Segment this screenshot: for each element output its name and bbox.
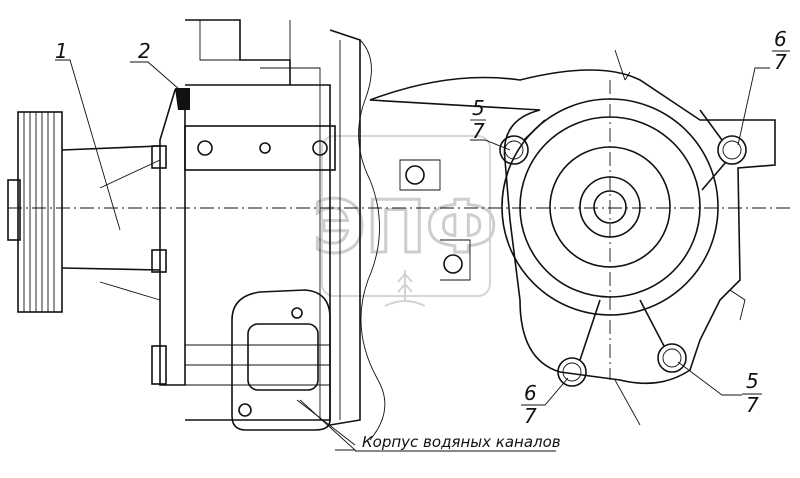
leader-caption	[299, 399, 357, 451]
callout-6-top-denominator: 7	[774, 50, 787, 74]
water-channel-housing	[231, 289, 356, 446]
flange-bracket	[151, 88, 336, 386]
leader-5-top	[470, 139, 511, 151]
leader-1	[55, 59, 121, 231]
leader-6-top	[737, 67, 770, 146]
leader-lines	[55, 59, 770, 451]
watermark: ЭПФ	[311, 135, 499, 307]
callout-6-bottom-numerator: 6	[524, 381, 537, 405]
leader-2	[130, 61, 181, 91]
callout-6-top-numerator: 6	[774, 27, 787, 51]
callout-5-bottom-denominator: 7	[746, 393, 759, 417]
leader-5-bottom	[677, 361, 742, 396]
callout-1: 1	[55, 39, 68, 63]
pulley	[7, 111, 161, 313]
callout-2: 2	[138, 39, 151, 63]
callout-5-top-denominator: 7	[472, 119, 485, 143]
watermark-logo-text: ЭПФ	[313, 185, 498, 269]
pump-cover	[369, 49, 776, 426]
break-line	[358, 39, 386, 441]
watermark-wheat-icon	[384, 270, 426, 307]
callout-5-bottom-numerator: 5	[746, 369, 759, 393]
callout-6-bottom-denominator: 7	[524, 404, 537, 428]
callout-5-top-numerator: 5	[472, 96, 485, 120]
callouts: 1 2 5 7 6 7 6 7 5 7	[55, 27, 790, 428]
pump-housing-side	[185, 19, 361, 426]
caption-water-channel-housing: Корпус водяных каналов	[362, 433, 561, 451]
